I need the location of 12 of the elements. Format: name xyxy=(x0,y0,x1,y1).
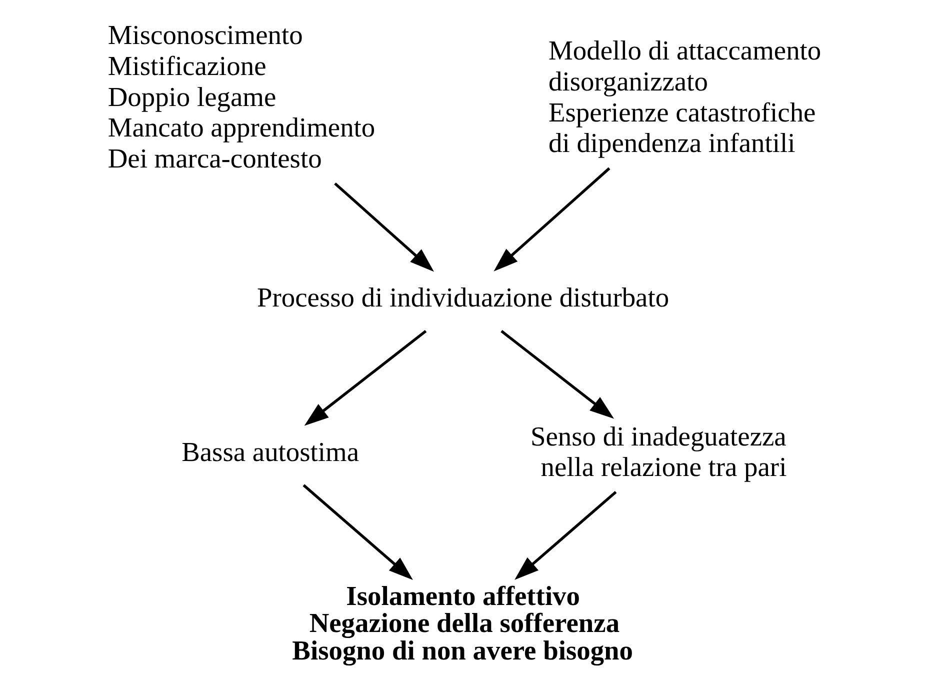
arrow xyxy=(514,490,616,580)
node-text: Misconoscimento Mistificazione Doppio legame Mancato apprendimento Dei marca-contesto xyxy=(107,20,375,174)
node-text: Bassa autostima xyxy=(181,436,359,467)
node-text: Modello di attaccamento disorganizzato Esperienze catastrofiche di dipendenza infantili xyxy=(548,36,821,158)
node-text: Senso di inadeguatezza nella relazione tra pari xyxy=(530,421,786,482)
node-text: Isolamento affettivo Negazione della sofferenza Bisogno di non avere bisogno xyxy=(292,580,633,666)
arrow xyxy=(334,182,434,272)
node-text: Processo di individuazione disturbato xyxy=(256,282,669,312)
arrow xyxy=(493,167,610,272)
arrow xyxy=(500,330,614,419)
arrow xyxy=(304,330,426,426)
arrow xyxy=(302,484,412,580)
